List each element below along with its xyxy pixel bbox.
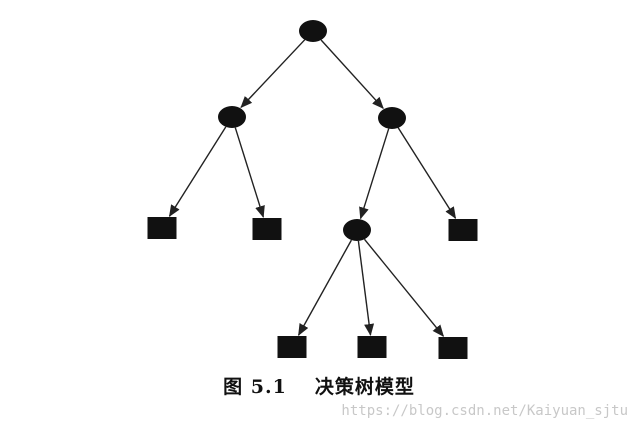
figure-label: 图 5.1 bbox=[223, 376, 287, 398]
edge-left-child-to-left-leaf-1 bbox=[168, 126, 227, 218]
edge-right-child-to-grandchild bbox=[359, 128, 390, 220]
edge-grandchild-to-bottom-leaf-2 bbox=[357, 240, 375, 336]
figure-title: 决策树模型 bbox=[314, 376, 415, 398]
node-bottom-leaf-2 bbox=[357, 336, 387, 358]
edge-left-child-to-left-leaf-2 bbox=[234, 127, 265, 218]
figure-caption: 图 5.1 决策树模型 bbox=[0, 372, 638, 399]
node-bottom-leaf-1 bbox=[277, 336, 307, 358]
watermark-url: https://blog.csdn.net/Kaiyuan_sjtu bbox=[341, 403, 628, 419]
node-grandchild bbox=[343, 219, 371, 241]
edge-grandchild-to-bottom-leaf-3 bbox=[363, 238, 445, 337]
node-right-child bbox=[378, 107, 406, 129]
edge-root-to-left-child bbox=[240, 39, 306, 109]
edge-right-child-to-right-leaf bbox=[397, 127, 457, 220]
node-root bbox=[299, 20, 327, 42]
node-left-leaf-1 bbox=[147, 217, 177, 239]
node-bottom-leaf-3 bbox=[438, 337, 468, 359]
edge-root-to-right-child bbox=[320, 39, 384, 110]
node-left-child bbox=[218, 106, 246, 128]
edge-grandchild-to-bottom-leaf-1 bbox=[297, 239, 353, 336]
node-right-leaf bbox=[448, 219, 478, 241]
node-left-leaf-2 bbox=[252, 218, 282, 240]
